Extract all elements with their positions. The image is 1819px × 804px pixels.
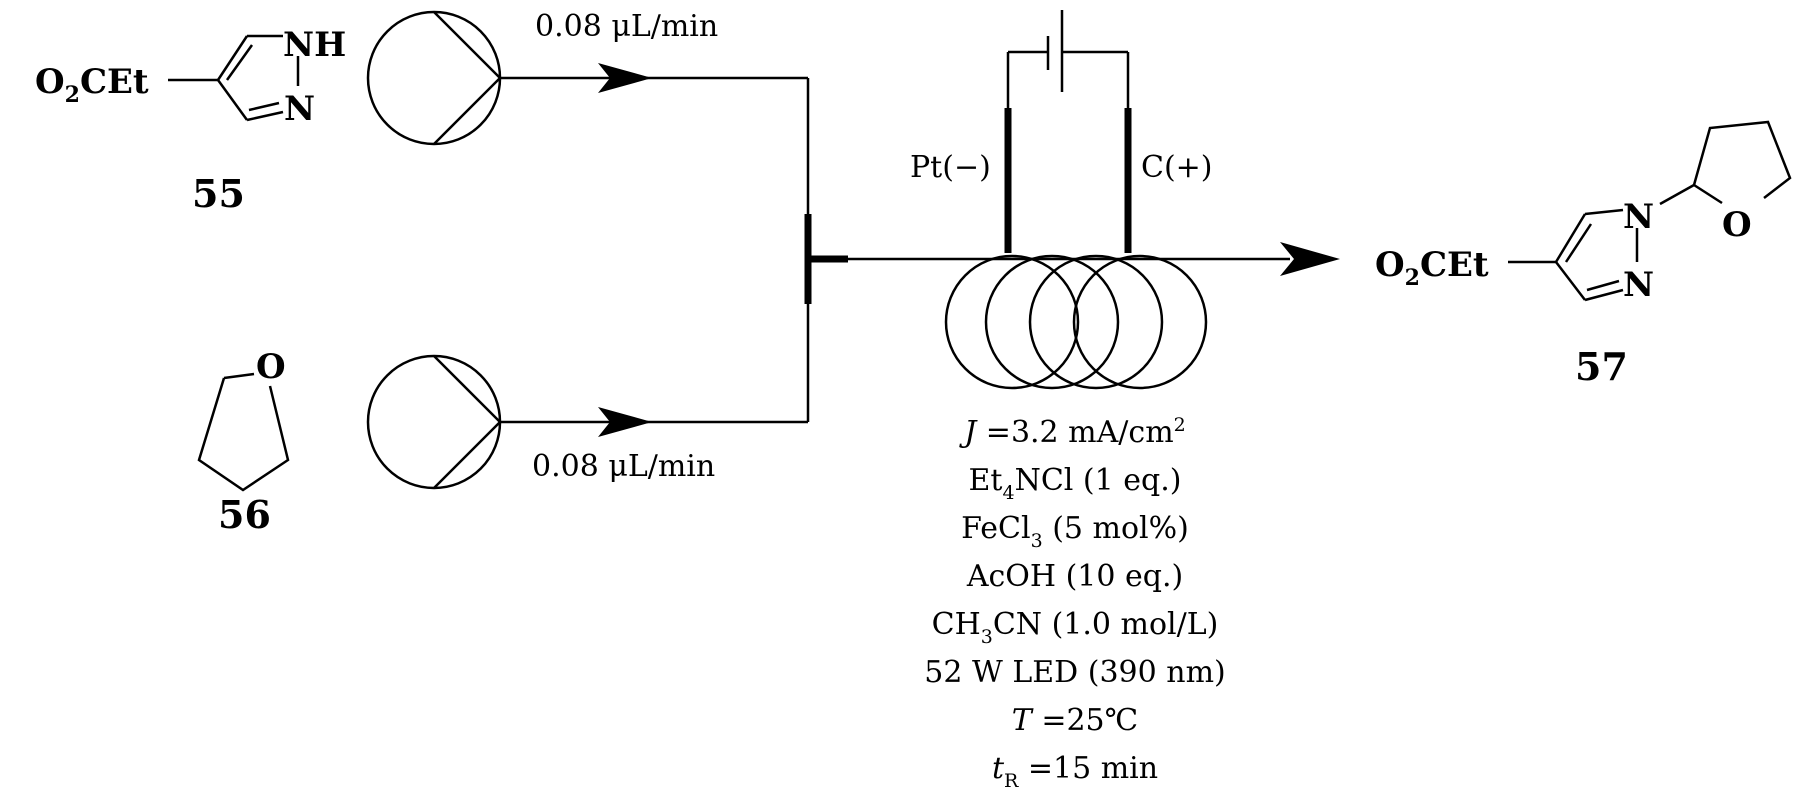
- cond-electrolyte: Et4NCl (1 eq.): [969, 463, 1182, 504]
- coil-loop: [944, 254, 1080, 390]
- c55-ring-bond: [246, 110, 284, 122]
- c57-ring-bond: [1584, 288, 1624, 302]
- compound-56: O 56: [197, 347, 290, 537]
- flow-rate-bottom: 0.08 μL/min: [532, 449, 715, 484]
- pump-bottom-valve: [433, 355, 501, 423]
- c57-atom-n1: N: [1623, 197, 1654, 237]
- pump-bottom-valve: [433, 421, 501, 489]
- coil-loop: [1072, 254, 1208, 390]
- c56-label: 56: [218, 492, 271, 537]
- c57-substituent: O2CEt: [1375, 245, 1489, 291]
- cond-light: 52 W LED (390 nm): [924, 655, 1225, 690]
- c57-thf-ring-bond: [1693, 183, 1723, 205]
- c55-atom-nh: NH: [283, 25, 346, 65]
- pump-top: [366, 10, 502, 146]
- c55-label: 55: [192, 171, 245, 216]
- pump-bottom: [366, 354, 502, 490]
- c55-ring-double: [248, 101, 280, 112]
- c57-ring-bond: [1554, 213, 1587, 263]
- power-supply: Pt(−) C(+): [910, 10, 1213, 253]
- cond-residence-time: tR =15 min: [992, 751, 1158, 792]
- pump-top-circle: [366, 10, 502, 146]
- c57-thf-ring: [1692, 120, 1792, 199]
- c55-substituent: O2CEt: [35, 62, 149, 108]
- c57-n-thf-bond: [1659, 183, 1695, 206]
- cond-current-density: J =3.2 mA/cm2: [958, 414, 1186, 450]
- flow-rate-top: 0.08 μL/min: [535, 9, 718, 44]
- c57-atom-n2: N: [1623, 265, 1654, 305]
- arrow-main: [1280, 242, 1340, 276]
- reactor-coil: [944, 254, 1208, 390]
- electrode-c-label: C(+): [1141, 150, 1213, 185]
- tubing: [500, 63, 1340, 437]
- reaction-conditions: J =3.2 mA/cm2 Et4NCl (1 eq.) FeCl3 (5 mo…: [924, 414, 1225, 792]
- pump-top-valve: [433, 11, 501, 79]
- coil-loop: [1028, 254, 1164, 390]
- electrode-pt-label: Pt(−): [910, 150, 991, 185]
- arrow-bottom: [598, 407, 652, 437]
- coil-loop: [984, 254, 1120, 390]
- c55-atom-n: N: [284, 89, 315, 129]
- cond-temperature: T =25℃: [1012, 703, 1138, 738]
- c56-ring-bond: [223, 372, 255, 380]
- cond-acid: AcOH (10 eq.): [966, 559, 1183, 594]
- arrow-top: [598, 63, 652, 93]
- c57-ring-bond: [1584, 208, 1624, 216]
- cond-catalyst: FeCl3 (5 mol%): [961, 511, 1189, 552]
- cond-solvent: CH3CN (1.0 mol/L): [932, 607, 1219, 648]
- c55-ring-double: [225, 44, 254, 81]
- compound-57: O2CEt N N O 57: [1375, 120, 1792, 389]
- compound-55: O2CEt NH N 55: [35, 25, 346, 216]
- pump-top-valve: [433, 77, 501, 145]
- c57-ring-double: [1564, 223, 1593, 263]
- c56-ring: [197, 377, 290, 492]
- c57-ring-bond: [1555, 261, 1586, 301]
- pump-bottom-circle: [366, 354, 502, 490]
- c57-atom-o: O: [1722, 205, 1752, 245]
- c55-ring-bond: [216, 35, 249, 81]
- c56-atom-o: O: [256, 347, 286, 387]
- c55-ring-bond: [216, 79, 249, 121]
- c57-ring-double: [1586, 279, 1620, 292]
- c57-label: 57: [1575, 344, 1628, 389]
